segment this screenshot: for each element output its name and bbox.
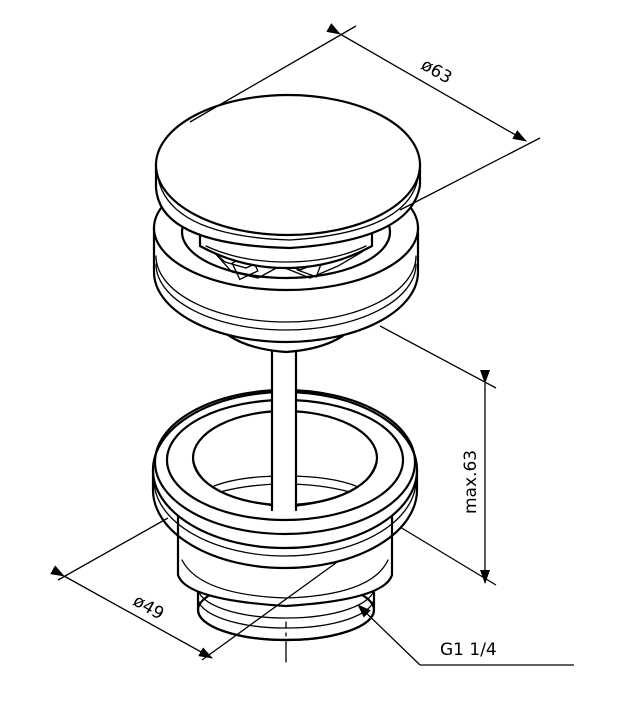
pop-up-plug	[152, 93, 422, 354]
dimension-label-cap-diameter: ø63	[418, 55, 456, 88]
thread-leader: G1 1/4	[357, 604, 574, 666]
spindle-rod	[270, 348, 298, 663]
dimension-label-body-diameter: ø49	[130, 591, 168, 624]
thread-label: G1 1/4	[440, 640, 497, 660]
dimension-max-height: max.63	[379, 325, 497, 586]
dimension-label-max-height: max.63	[461, 450, 481, 514]
